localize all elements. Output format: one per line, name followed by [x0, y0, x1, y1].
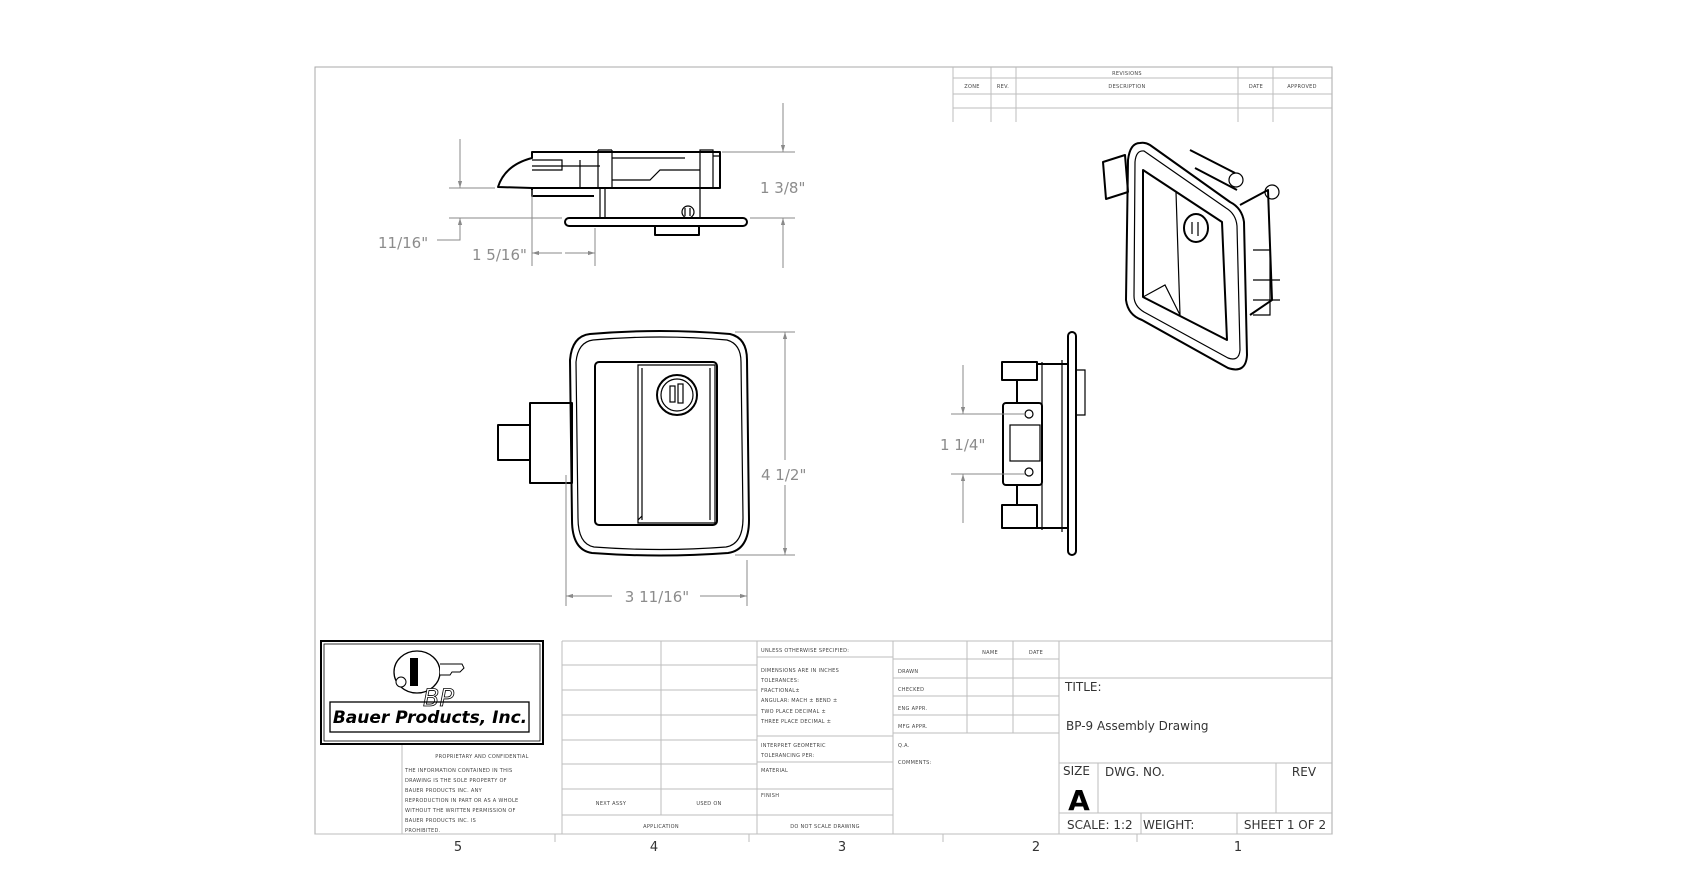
application-label: APPLICATION	[643, 824, 679, 830]
sheet-number: SHEET 1 OF 2	[1244, 818, 1326, 832]
zone-label: 3	[838, 840, 846, 855]
tolerance-line: TWO PLACE DECIMAL ±	[760, 709, 826, 715]
title-block	[315, 640, 1332, 835]
name-header: NAME	[982, 650, 998, 656]
dim-top-offset: 11/16"	[378, 234, 428, 252]
dim-top-height: 1 3/8"	[760, 179, 805, 197]
approval-row-label: Q.A.	[898, 743, 910, 749]
zone-label: 2	[1032, 840, 1040, 855]
title-label: TITLE:	[1064, 680, 1102, 694]
company-name: Bauer Products, Inc.	[333, 708, 527, 728]
finish-label: FINISH	[761, 793, 779, 799]
approval-row-label: DRAWN	[898, 669, 918, 675]
isometric-view	[1102, 141, 1280, 371]
date-header: DATE	[1029, 650, 1043, 656]
proprietary-line: BAUER PRODUCTS INC. ANY	[405, 788, 483, 794]
proprietary-heading: PROPRIETARY AND CONFIDENTIAL	[435, 754, 528, 760]
proprietary-notice: PROPRIETARY AND CONFIDENTIAL THE INFORMA…	[404, 754, 528, 834]
do-not-scale-label: DO NOT SCALE DRAWING	[790, 824, 860, 830]
key-icon	[393, 650, 465, 694]
dwg-no-label: DWG. NO.	[1105, 765, 1165, 779]
geometric-line: INTERPRET GEOMETRIC	[761, 743, 826, 749]
drawing-title: BP-9 Assembly Drawing	[1066, 719, 1209, 733]
approval-row-label: ENG APPR.	[898, 706, 928, 712]
revisions-title: REVISIONS	[1112, 71, 1142, 77]
dim-front-height: 4 1/2"	[761, 466, 806, 484]
proprietary-line: REPRODUCTION IN PART OR AS A WHOLE	[405, 798, 519, 804]
top-view: 1 3/8" 11/16" 1 5/16"	[378, 103, 805, 268]
geometric-line: TOLERANCING PER:	[760, 753, 815, 759]
zone-label: 5	[454, 840, 462, 855]
tolerance-line: DIMENSIONS ARE IN INCHES	[761, 668, 839, 674]
next-assy-label: NEXT ASSY	[596, 801, 627, 807]
tolerance-line: THREE PLACE DECIMAL ±	[760, 719, 831, 725]
revision-table: REVISIONS ZONE REV. DESCRIPTION DATE APP…	[952, 67, 1332, 122]
rev-header-date: DATE	[1249, 84, 1263, 90]
zone-label: 4	[650, 840, 658, 855]
zone-label: 1	[1234, 840, 1242, 855]
used-on-label: USED ON	[696, 801, 721, 807]
sheet-size: A	[1068, 784, 1090, 817]
dim-top-width: 1 5/16"	[472, 246, 527, 264]
approval-row-label: MFG APPR.	[898, 724, 928, 730]
rev-label: REV	[1292, 765, 1317, 779]
front-view: 4 1/2" 3 11/16"	[497, 330, 806, 606]
proprietary-line: THE INFORMATION CONTAINED IN THIS	[404, 768, 512, 774]
weight-label: WEIGHT:	[1143, 818, 1194, 832]
approval-row-label: CHECKED	[898, 687, 924, 693]
rev-header-zone: ZONE	[964, 84, 979, 90]
proprietary-line: BAUER PRODUCTS INC. IS	[405, 818, 476, 824]
tolerance-line: FRACTIONAL±	[761, 688, 800, 694]
tolerance-line: TOLERANCES:	[760, 678, 799, 684]
tolerance-header: UNLESS OTHERWISE SPECIFIED:	[761, 648, 849, 654]
material-label: MATERIAL	[761, 768, 788, 774]
dim-side-spacing: 1 1/4"	[940, 436, 985, 454]
tolerance-block: UNLESS OTHERWISE SPECIFIED: DIMENSIONS A…	[760, 648, 860, 830]
company-logo: BP Bauer Products, Inc.	[320, 640, 544, 745]
bp-monogram: BP	[423, 684, 454, 712]
side-view: 1 1/4"	[940, 331, 1086, 556]
scale-label: SCALE: 1:2	[1067, 818, 1133, 832]
tolerance-line: ANGULAR: MACH ± BEND ±	[761, 698, 837, 704]
approvals-block: NAME DATE DRAWN CHECKED ENG APPR. MFG AP…	[898, 650, 1043, 766]
proprietary-line: PROHIBITED.	[405, 828, 441, 834]
rev-header-rev: REV.	[997, 84, 1009, 90]
rev-header-description: DESCRIPTION	[1108, 84, 1145, 90]
dim-front-width: 3 11/16"	[625, 588, 689, 606]
rev-header-approved: APPROVED	[1287, 84, 1317, 90]
proprietary-line: WITHOUT THE WRITTEN PERMISSION OF	[405, 808, 516, 814]
proprietary-line: DRAWING IS THE SOLE PROPERTY OF	[405, 778, 507, 784]
size-label: SIZE	[1063, 764, 1090, 778]
comments-label: COMMENTS:	[898, 760, 932, 766]
